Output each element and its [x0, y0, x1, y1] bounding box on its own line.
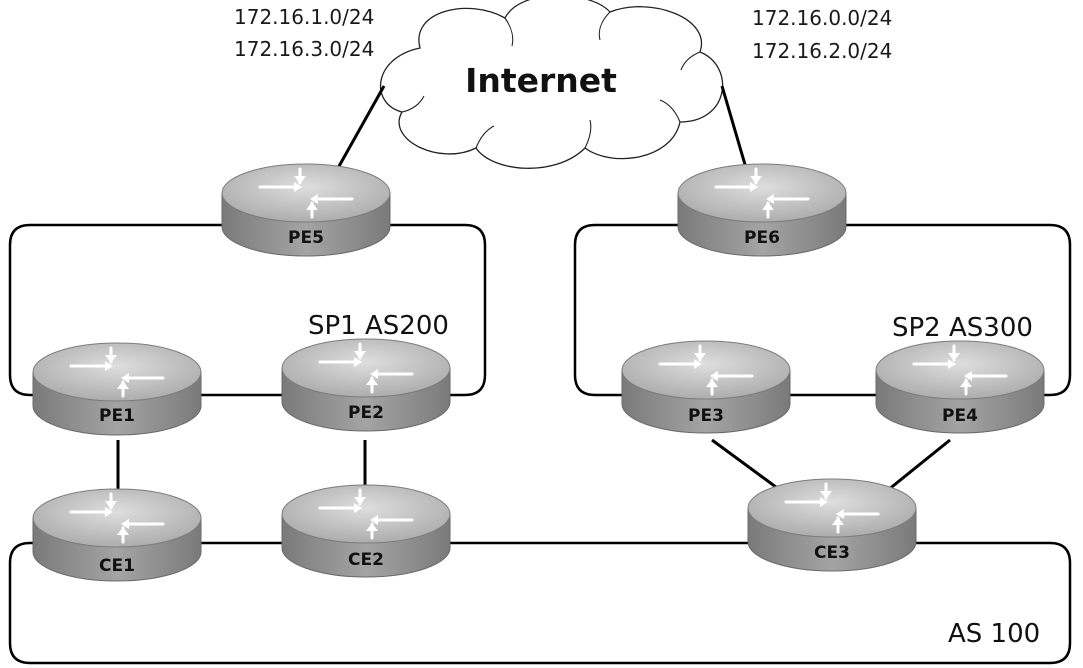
- left-prefix-1: 172.16.1.0/24: [234, 5, 374, 29]
- router-pe2-label: PE2: [348, 403, 384, 423]
- sp2-ring-link: [573, 223, 1072, 397]
- sp2-label: SP2 AS300: [892, 313, 1033, 343]
- left-prefix-2: 172.16.3.0/24: [234, 37, 374, 61]
- sp1-ring-link: [8, 223, 487, 397]
- right-prefix-1: 172.16.0.0/24: [752, 6, 892, 30]
- router-pe3-label: PE3: [688, 406, 724, 426]
- router-pe5: PE5: [220, 162, 392, 258]
- link-pe3-ce3: [711, 438, 781, 492]
- as100-ring-link: [8, 541, 1072, 665]
- router-pe1: PE1: [31, 341, 203, 437]
- router-ce1: CE1: [31, 487, 203, 583]
- sp1-label: SP1 AS200: [308, 311, 449, 341]
- router-pe5-label: PE5: [288, 228, 324, 248]
- right-prefix-2: 172.16.2.0/24: [752, 39, 892, 63]
- router-pe6-label: PE6: [744, 228, 780, 248]
- router-pe4: PE4: [874, 339, 1046, 435]
- as100-label: AS 100: [948, 619, 1040, 649]
- router-ce3-label: CE3: [814, 543, 850, 563]
- internet-cloud: Internet: [379, 0, 724, 169]
- link-pe4-ce3: [887, 438, 951, 492]
- link-pe5-internet: [336, 85, 386, 169]
- router-ce3: CE3: [746, 477, 918, 573]
- router-pe3: PE3: [620, 339, 792, 435]
- router-pe6: PE6: [676, 162, 848, 258]
- router-pe4-label: PE4: [942, 406, 978, 426]
- internet-label: Internet: [465, 61, 617, 100]
- router-pe2: PE2: [280, 337, 452, 433]
- router-ce1-label: CE1: [99, 556, 135, 576]
- router-ce2-label: CE2: [348, 550, 384, 570]
- router-pe1-label: PE1: [99, 406, 135, 426]
- link-pe6-internet: [720, 85, 748, 169]
- router-ce2: CE2: [280, 483, 452, 579]
